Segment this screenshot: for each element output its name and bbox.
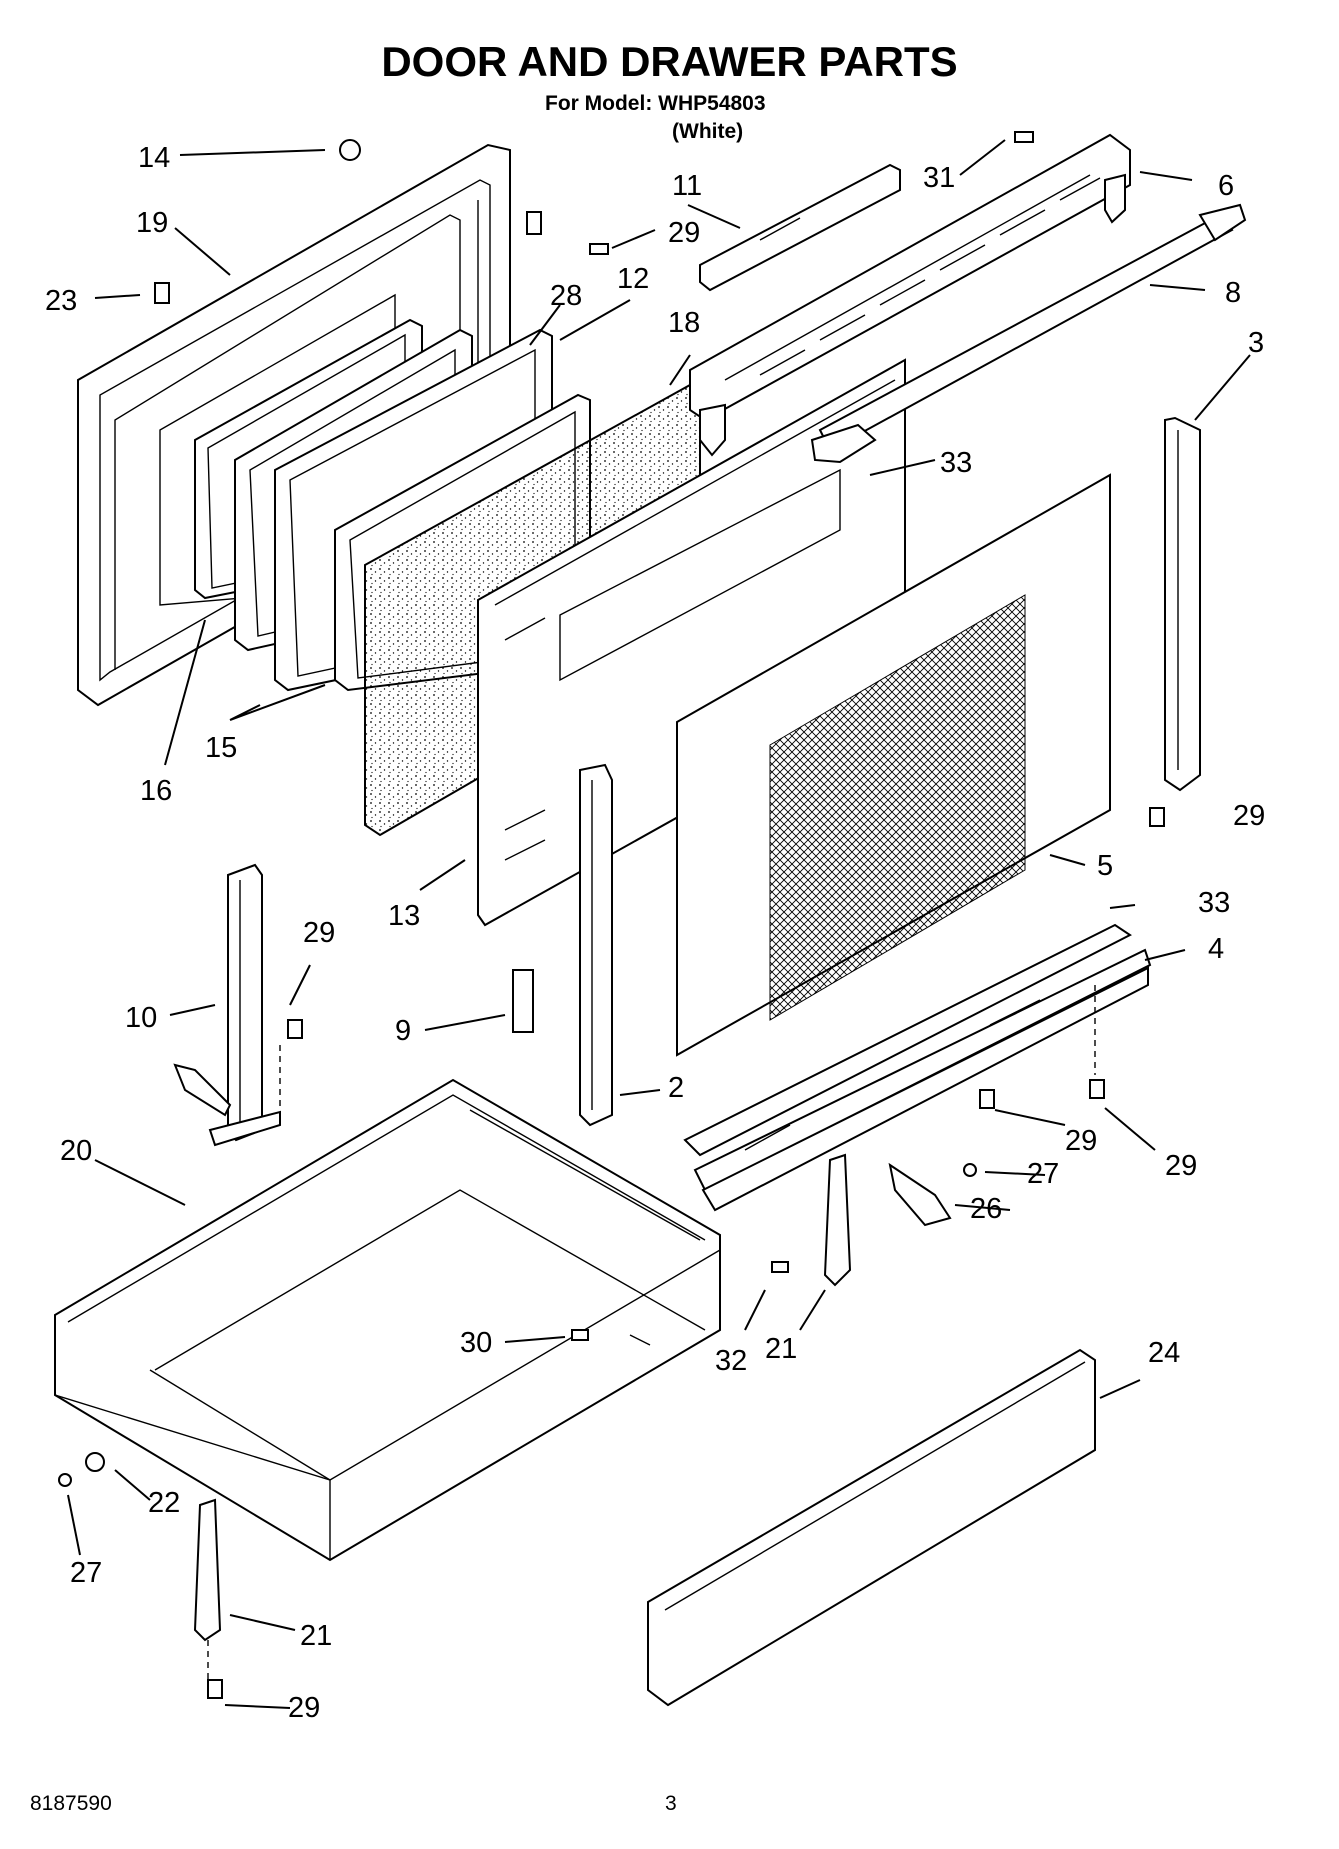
callout-29-top: 29 [668,217,700,249]
callout-28: 28 [550,280,582,312]
callout-29-mid: 29 [1065,1125,1097,1157]
drawer-front-panel-part [647,1348,1096,1707]
hinge-support-part [699,163,901,292]
callout-19: 19 [136,207,168,239]
callout-16: 16 [140,775,172,807]
model-number-label: For Model: WHP54803 [545,92,766,115]
callout-13: 13 [388,900,420,932]
callout-21-right: 21 [765,1333,797,1365]
door-handle-part [810,203,1247,464]
callout-23: 23 [45,285,77,317]
model-color-label: (White) [672,120,744,143]
callout-24: 24 [1148,1337,1180,1369]
callout-31: 31 [923,162,955,194]
callout-27-right: 27 [1027,1158,1059,1190]
callout-3: 3 [1248,327,1264,359]
door-spacer-part [512,969,534,1033]
right-side-trim-part [1164,416,1201,792]
callout-26: 26 [970,1193,1002,1225]
callout-30: 30 [460,1327,492,1359]
callout-22: 22 [148,1487,180,1519]
page-title: DOOR AND DRAWER PARTS [381,38,958,85]
drawer-slide-left-part [173,863,281,1147]
leader-lines [67,139,1251,1709]
callout-29-bottom: 29 [288,1692,320,1724]
document-number: 8187590 [30,1792,112,1815]
callout-15: 15 [205,732,237,764]
hardware-parts [58,131,1165,1699]
callout-4: 4 [1208,933,1224,965]
callout-27-left: 27 [70,1557,102,1589]
callout-29-far-right: 29 [1165,1150,1197,1182]
callout-20: 20 [60,1135,92,1167]
callout-33-lower: 33 [1198,887,1230,919]
callout-33-upper: 33 [940,447,972,479]
page-number: 3 [665,1792,677,1815]
callout-6: 6 [1218,170,1234,202]
outer-door-panel-part [676,473,1111,1057]
callout-8: 8 [1225,277,1241,309]
callout-14: 14 [138,142,170,174]
callout-32: 32 [715,1345,747,1377]
door-channel-part [579,763,613,1127]
callout-labels: 14 19 23 11 29 31 6 8 28 12 18 3 33 15 1… [45,142,1265,1724]
door-bottom-trim-part [683,923,1152,1212]
callout-10: 10 [125,1002,157,1034]
callout-12: 12 [617,263,649,295]
callout-2: 2 [668,1072,684,1104]
callout-18: 18 [668,307,700,339]
callout-29-left: 29 [303,917,335,949]
door-vent-trim-part [689,133,1131,457]
callout-11: 11 [672,170,702,202]
callout-29-right: 29 [1233,800,1265,832]
callout-5: 5 [1097,850,1113,882]
callout-21-left: 21 [300,1620,332,1652]
drawer-body-part [54,1078,721,1562]
callout-9: 9 [395,1015,411,1047]
